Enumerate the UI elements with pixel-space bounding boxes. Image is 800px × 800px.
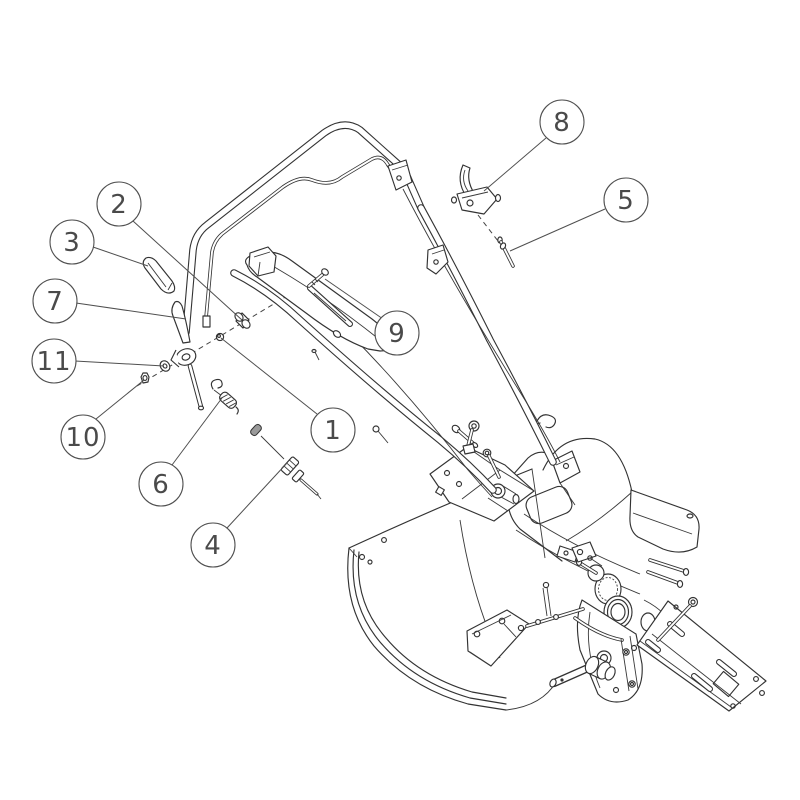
balloon-1-number: 1 — [324, 416, 342, 446]
control-cables — [351, 188, 561, 498]
balloon-10-number: 10 — [65, 423, 100, 453]
assembly-axis-lines — [136, 214, 499, 387]
balloon-9-number: 9 — [388, 319, 406, 349]
balloon-4-number: 4 — [204, 531, 222, 561]
small-screw-left — [372, 425, 389, 444]
balloon-6: 6 — [138, 461, 184, 507]
balloon-3-number: 3 — [63, 228, 81, 258]
ball-end-lever — [462, 420, 480, 455]
balloon-2-number: 2 — [110, 190, 128, 220]
cable-part-4 — [250, 423, 322, 500]
balloon-2: 2 — [96, 181, 142, 227]
balloon-9: 9 — [374, 310, 420, 356]
washer-part-11 — [159, 360, 171, 372]
balloon-11-number: 11 — [36, 347, 71, 377]
axle-shaft — [549, 655, 616, 688]
balloon-10: 10 — [60, 414, 106, 460]
balloon-4: 4 — [190, 522, 236, 568]
throttle-lever-part-8 — [450, 164, 502, 215]
shift-linkage — [525, 581, 585, 628]
knob-part-3 — [142, 256, 176, 294]
left-handle-tube — [230, 269, 497, 494]
side-mount-plate — [466, 609, 530, 667]
pin-part-5 — [497, 236, 515, 268]
balloon-3: 3 — [49, 219, 95, 265]
balloon-5: 5 — [603, 177, 649, 223]
balloon-1: 1 — [310, 407, 356, 453]
balloon-8-number: 8 — [553, 108, 571, 138]
balloon-11: 11 — [31, 338, 77, 384]
leader-lines — [74, 137, 606, 529]
balloon-6-number: 6 — [152, 470, 170, 500]
bolt-part-9 — [307, 268, 329, 288]
balloon-8: 8 — [539, 99, 585, 145]
bail-lever — [202, 155, 401, 328]
tine-guard-fender — [347, 468, 557, 711]
drag-stake-bracket — [620, 596, 767, 712]
transmission-case — [573, 599, 643, 703]
balloon-7: 7 — [32, 278, 78, 324]
handlebar-clamp — [387, 159, 413, 191]
spring-part-6 — [210, 378, 239, 415]
balloon-7-number: 7 — [46, 287, 64, 317]
handle-bolt-lower — [482, 448, 501, 479]
tube-end-clamp — [551, 450, 581, 506]
console-panel — [244, 246, 392, 361]
depth-lever-part-7 — [170, 300, 205, 411]
balloon-5-number: 5 — [617, 186, 635, 216]
bushing-part-2 — [234, 312, 251, 329]
handle-mount-bracket — [429, 446, 535, 522]
cable-clamp-sleeve — [426, 244, 449, 275]
pivot-bracket — [571, 541, 603, 567]
